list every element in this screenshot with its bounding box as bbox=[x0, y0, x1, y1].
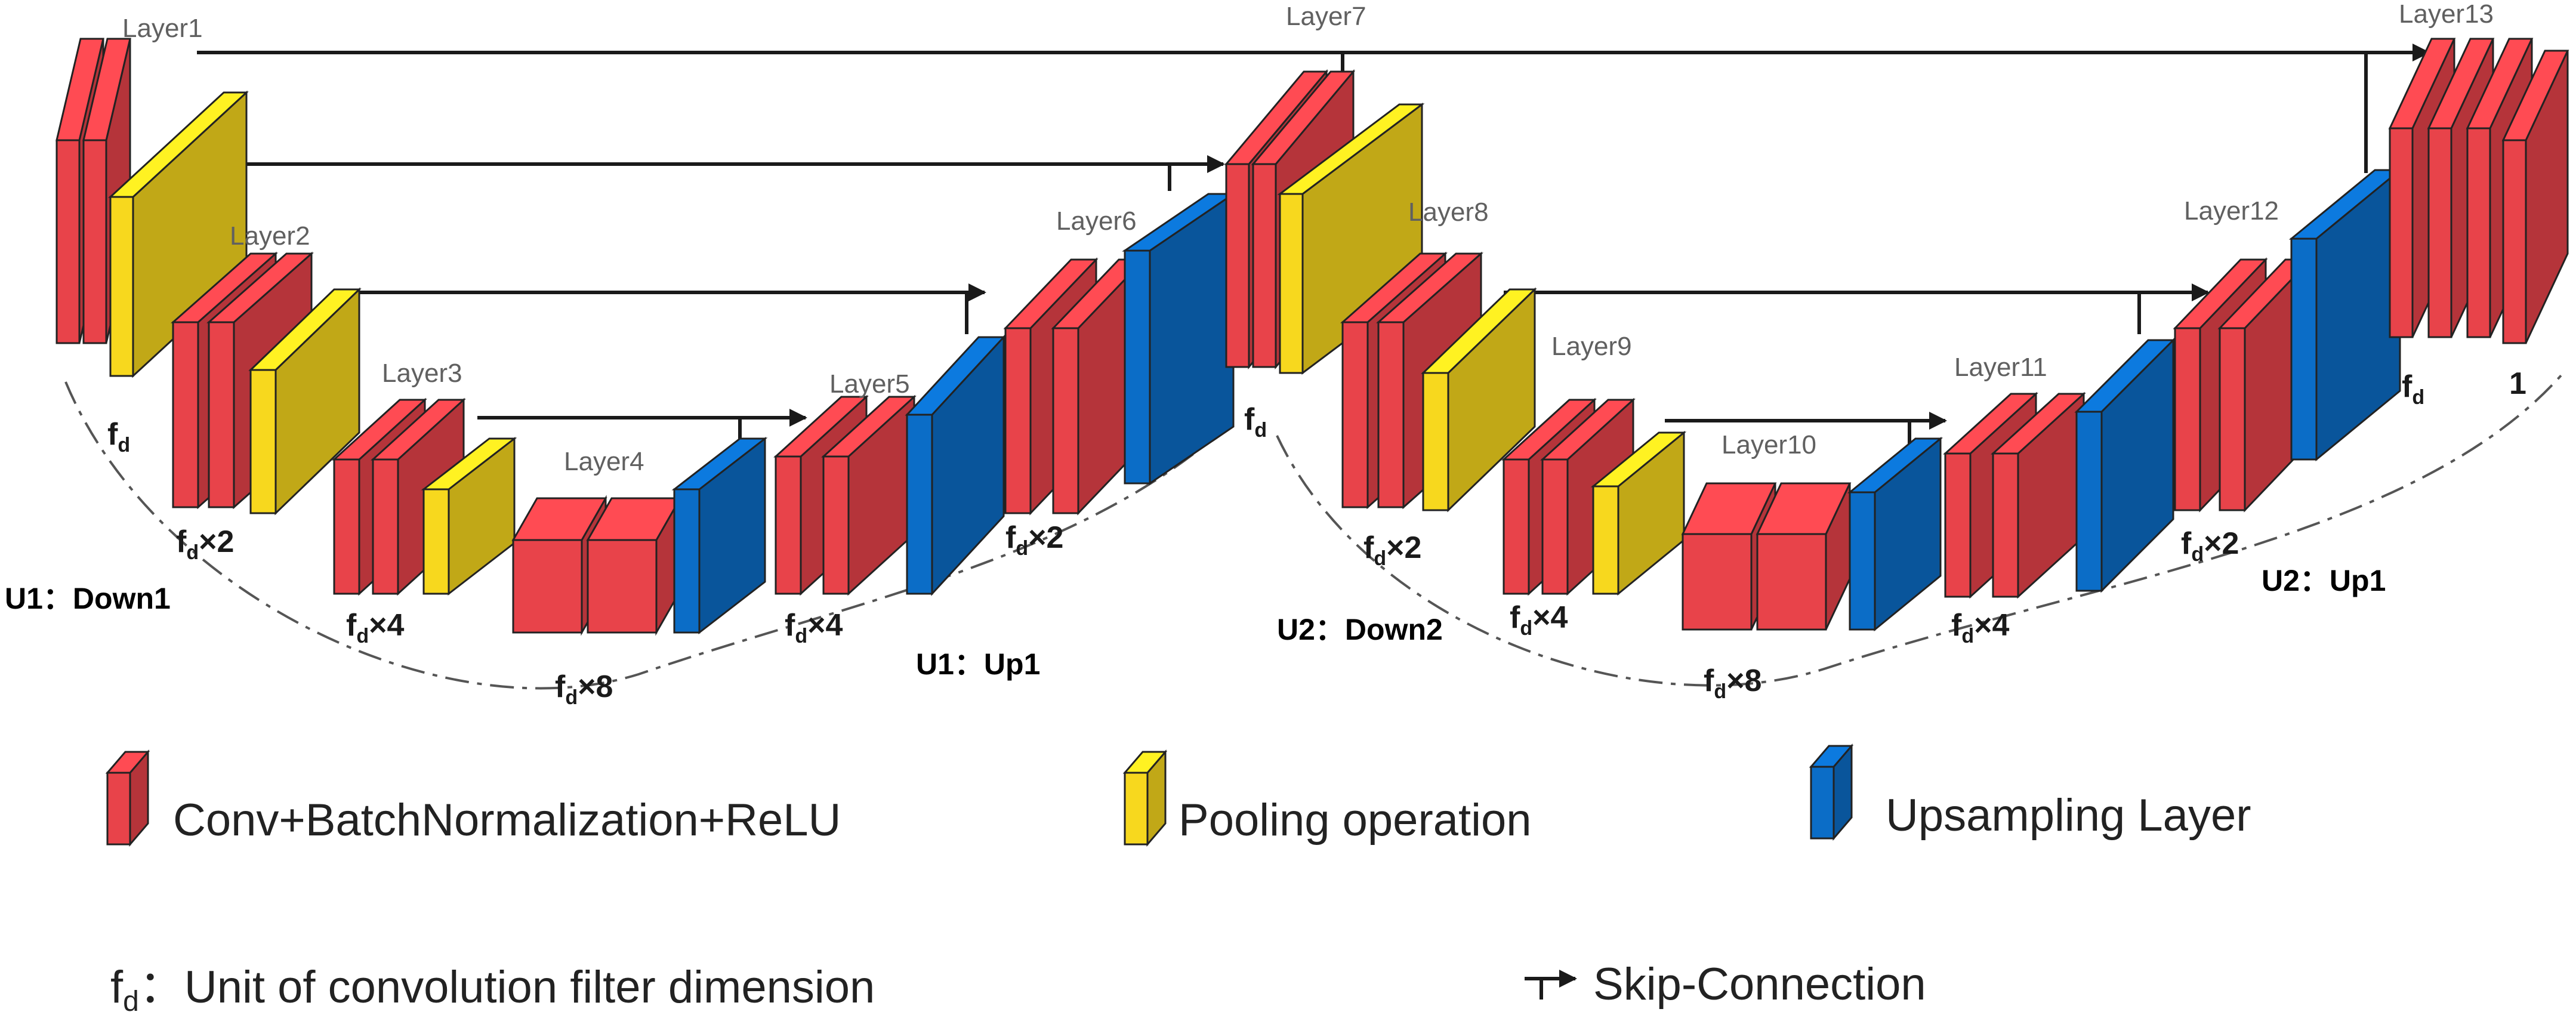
dim-layer10: fd×8 bbox=[1704, 664, 1761, 703]
layer3-pool bbox=[421, 436, 517, 596]
dim-layer7: fd bbox=[1244, 402, 1267, 442]
layer1-pool bbox=[108, 90, 249, 378]
layer10-upsample bbox=[1847, 436, 1943, 632]
layer5-label: Layer5 bbox=[829, 369, 910, 399]
layer12-label: Layer12 bbox=[2184, 196, 2279, 226]
dim-layer8: fd×2 bbox=[1363, 530, 1421, 570]
skip-connections bbox=[197, 44, 2430, 445]
layer10-conv-b bbox=[1756, 482, 1852, 631]
stage-u1-down: U1：Down1 bbox=[5, 582, 171, 615]
dim-layer5: fd×4 bbox=[785, 608, 843, 647]
layer11-conv-b bbox=[1991, 391, 2086, 599]
dim-layer13: fd bbox=[2402, 369, 2424, 409]
layer12-upsample bbox=[2288, 168, 2403, 462]
dim-layer11: fd×4 bbox=[1951, 608, 2009, 647]
layer13-label: Layer13 bbox=[2399, 0, 2494, 29]
legend-pool-text: Pooling operation bbox=[1179, 795, 1532, 846]
legend-fd-text: fd：Unit of convolution filter dimension bbox=[110, 962, 875, 1017]
layer4-label: Layer4 bbox=[564, 447, 644, 476]
layer-blocks bbox=[55, 38, 2569, 636]
layer8-label: Layer8 bbox=[1408, 198, 1489, 227]
layer8-pool bbox=[1421, 287, 1537, 513]
dim-layer9: fd×4 bbox=[1510, 600, 1568, 640]
stage-u1-up: U1：Up1 bbox=[916, 647, 1040, 681]
legend-conv-swatch bbox=[105, 749, 150, 847]
layer10-label: Layer10 bbox=[1722, 430, 1816, 459]
dim-output-channels: 1 bbox=[2509, 366, 2526, 401]
layer5-upsample bbox=[905, 335, 1006, 596]
layer2-label: Layer2 bbox=[230, 221, 310, 251]
dim-layer12: fd×2 bbox=[2181, 526, 2239, 566]
legend-conv-text: Conv+BatchNormalization+ReLU bbox=[173, 795, 841, 846]
legend: Conv+BatchNormalization+ReLU Pooling ope… bbox=[105, 743, 2251, 1017]
layer9-pool bbox=[1590, 430, 1687, 596]
dim-layer6: fd×2 bbox=[1005, 520, 1063, 560]
layer2-pool bbox=[248, 287, 362, 516]
layer11-upsample bbox=[2074, 338, 2176, 593]
layer13-conv-d bbox=[2501, 50, 2569, 344]
dim-layer3: fd×4 bbox=[346, 608, 404, 647]
u2-arc bbox=[1276, 369, 2567, 687]
skip-connection-legend-icon bbox=[1525, 979, 1575, 1000]
layer9-label: Layer9 bbox=[1551, 332, 1632, 361]
layer5-conv-b bbox=[821, 394, 917, 596]
dim-layer1: fd bbox=[107, 417, 130, 456]
dim-layer2: fd×2 bbox=[176, 525, 234, 564]
layer4-conv-b bbox=[586, 495, 682, 636]
u1-arc bbox=[64, 381, 1224, 690]
legend-pool-swatch bbox=[1122, 749, 1168, 847]
layer4-upsample bbox=[671, 436, 768, 635]
layer1-label: Layer1 bbox=[122, 14, 203, 43]
layer11-label: Layer11 bbox=[1954, 353, 2047, 382]
layer7-label: Layer7 bbox=[1286, 2, 1366, 31]
stage-u2-down: U2：Down2 bbox=[1277, 613, 1443, 646]
legend-upsample-swatch bbox=[1809, 743, 1854, 841]
legend-upsample-text: Upsampling Layer bbox=[1886, 790, 2251, 841]
layer6-upsample bbox=[1122, 192, 1236, 485]
layer6-label: Layer6 bbox=[1056, 206, 1137, 236]
legend-skip-text: Skip-Connection bbox=[1593, 959, 1926, 1010]
dim-layer4: fd×8 bbox=[555, 670, 613, 709]
layer3-label: Layer3 bbox=[382, 359, 462, 388]
stage-u2-up: U2：Up1 bbox=[2262, 564, 2386, 597]
